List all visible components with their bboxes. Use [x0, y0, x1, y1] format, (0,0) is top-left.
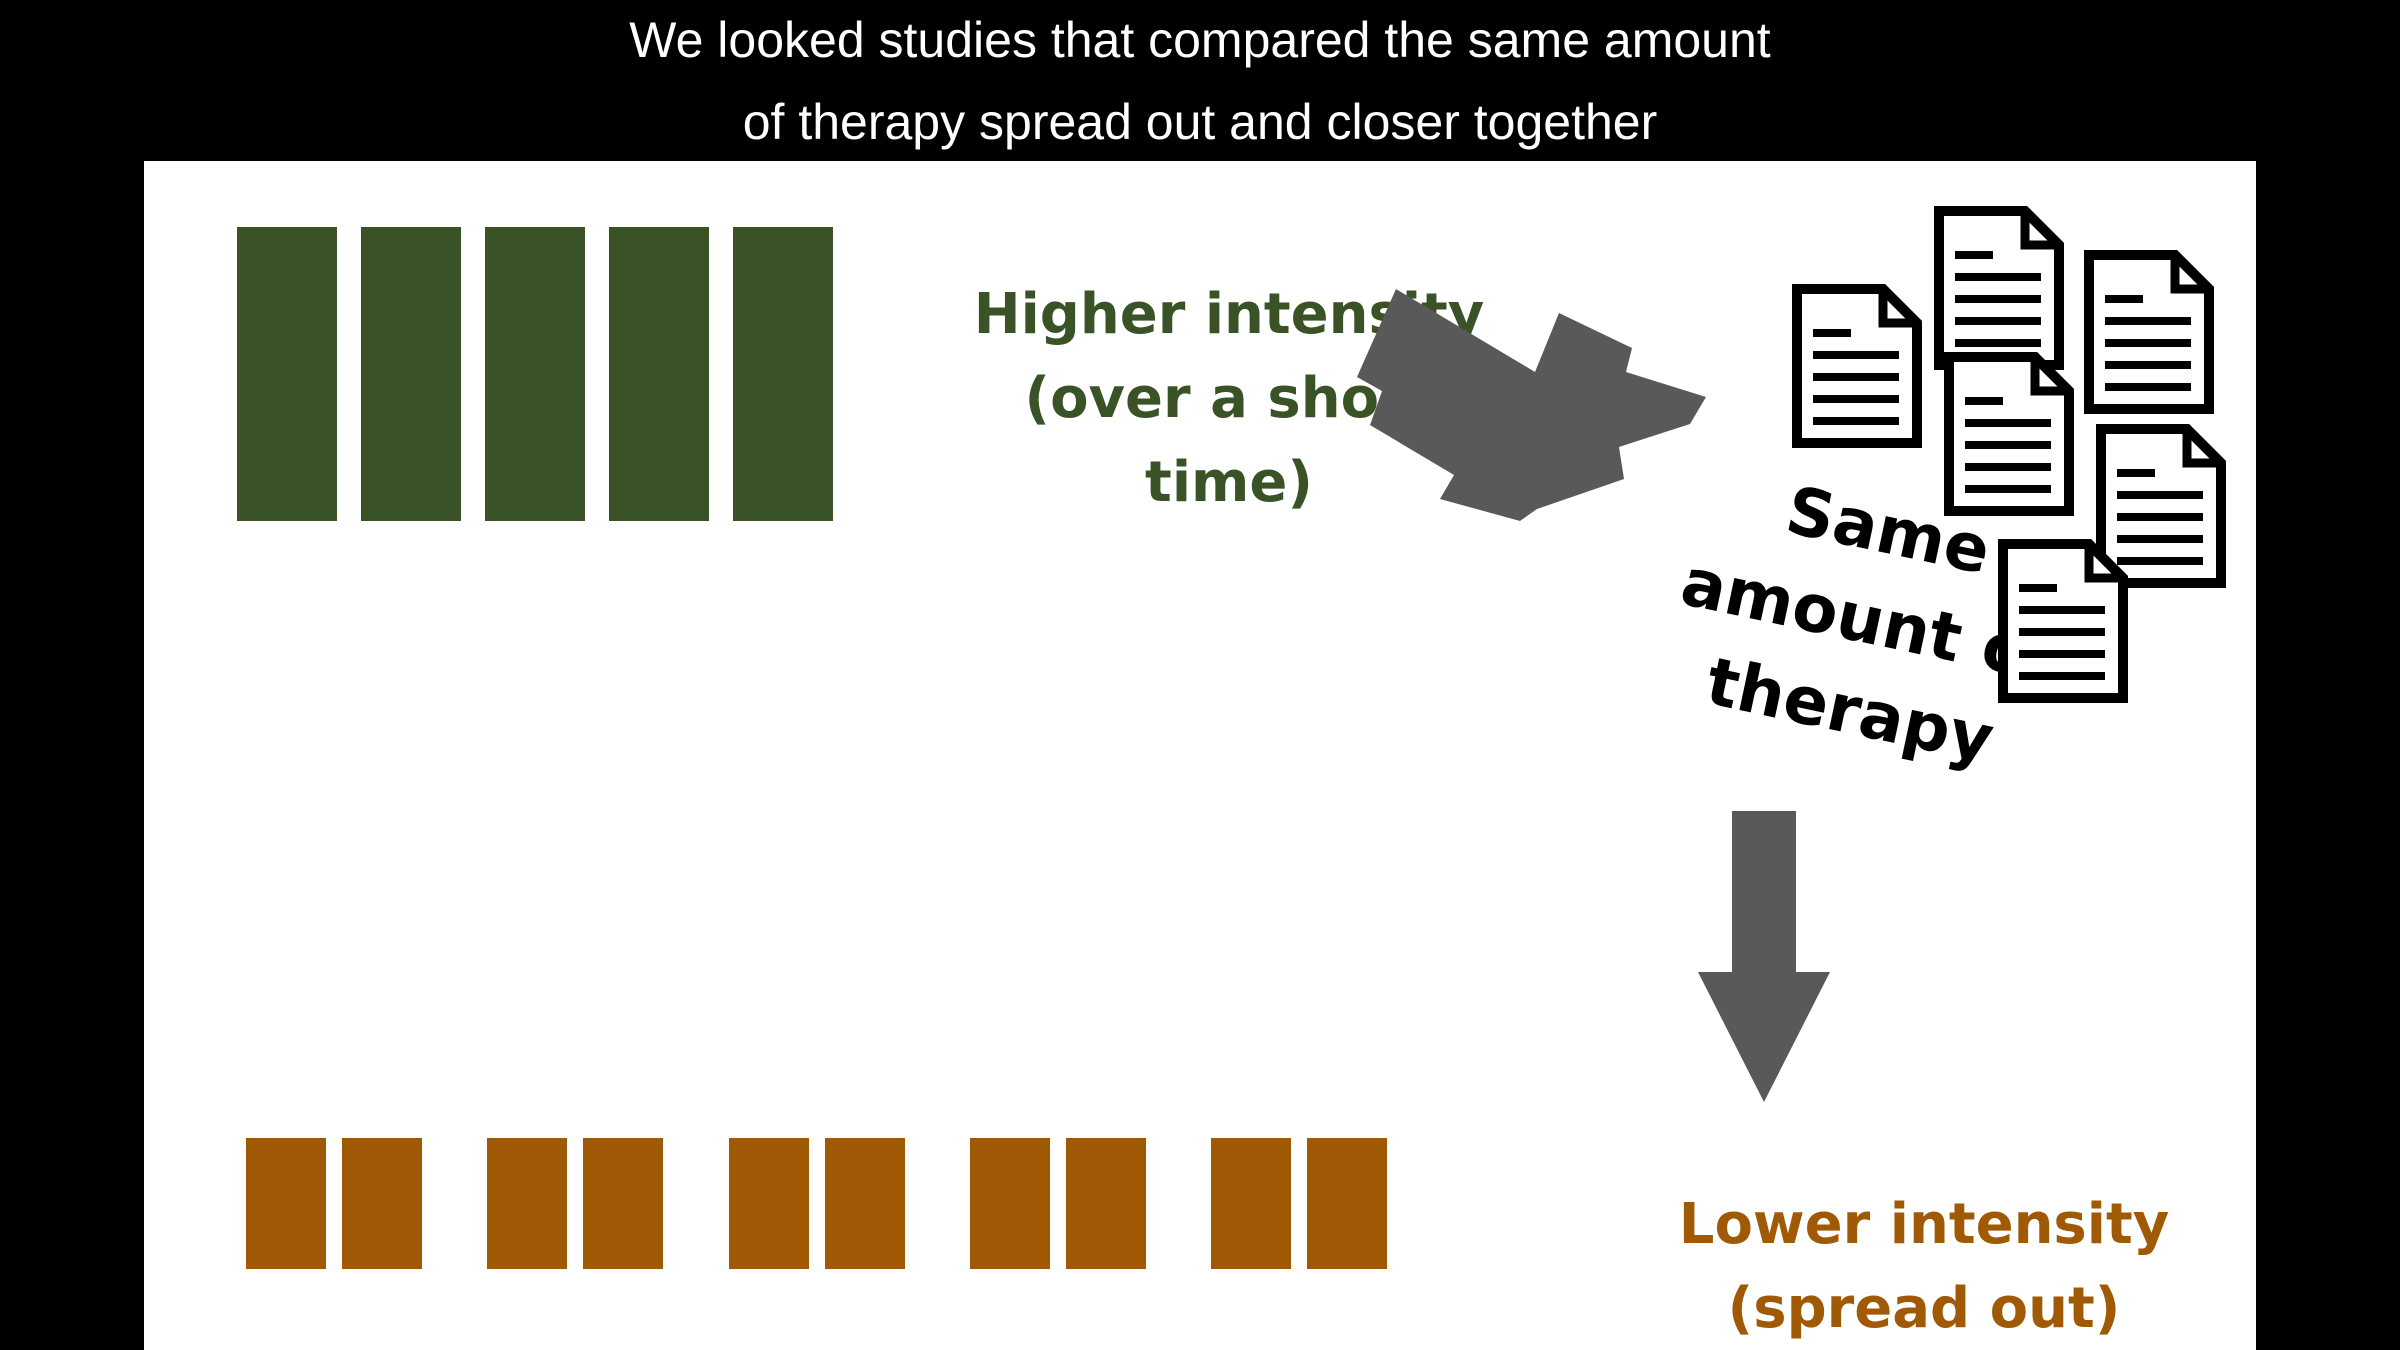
arrow-down-icon: [1698, 811, 1830, 1102]
lower-intensity-label-line-2: (spread out): [1727, 1276, 2121, 1341]
caption-line-1: We looked studies that compared the same…: [629, 12, 1771, 68]
lower-intensity-session-bar: [583, 1138, 663, 1269]
document-icon: [2083, 249, 2215, 415]
lower-intensity-label: Lower intensity (spread out): [1524, 1183, 2324, 1350]
lower-intensity-label-line-1: Lower intensity: [1678, 1192, 2170, 1257]
lower-intensity-session-bar: [1307, 1138, 1387, 1269]
lower-intensity-session-bar: [487, 1138, 567, 1269]
caption-line-2: of therapy spread out and closer togethe…: [742, 94, 1658, 150]
slide: Higher intensity (over a short time) Low…: [144, 161, 2256, 1350]
document-icon: [1943, 351, 2075, 517]
arrow-layer: [1357, 289, 1830, 1102]
higher-intensity-session-bar: [237, 227, 337, 521]
document-icon: [1997, 538, 2129, 704]
higher-intensity-session-bar: [733, 227, 833, 521]
arrow-up-left-icon: [1357, 289, 1706, 521]
lower-intensity-session-bar: [1066, 1138, 1146, 1269]
higher-intensity-session-bar: [609, 227, 709, 521]
higher-intensity-label-line-3: time): [1145, 450, 1313, 515]
document-icon: [1791, 283, 1923, 449]
higher-intensity-session-bar: [485, 227, 585, 521]
lower-intensity-session-bar: [825, 1138, 905, 1269]
lower-intensity-session-bar: [970, 1138, 1050, 1269]
document-icon: [1933, 205, 2065, 371]
lower-intensity-session-bar: [342, 1138, 422, 1269]
higher-intensity-session-bar: [361, 227, 461, 521]
lower-intensity-session-bar: [1211, 1138, 1291, 1269]
lower-intensity-session-bar: [729, 1138, 809, 1269]
lower-intensity-session-bar: [246, 1138, 326, 1269]
